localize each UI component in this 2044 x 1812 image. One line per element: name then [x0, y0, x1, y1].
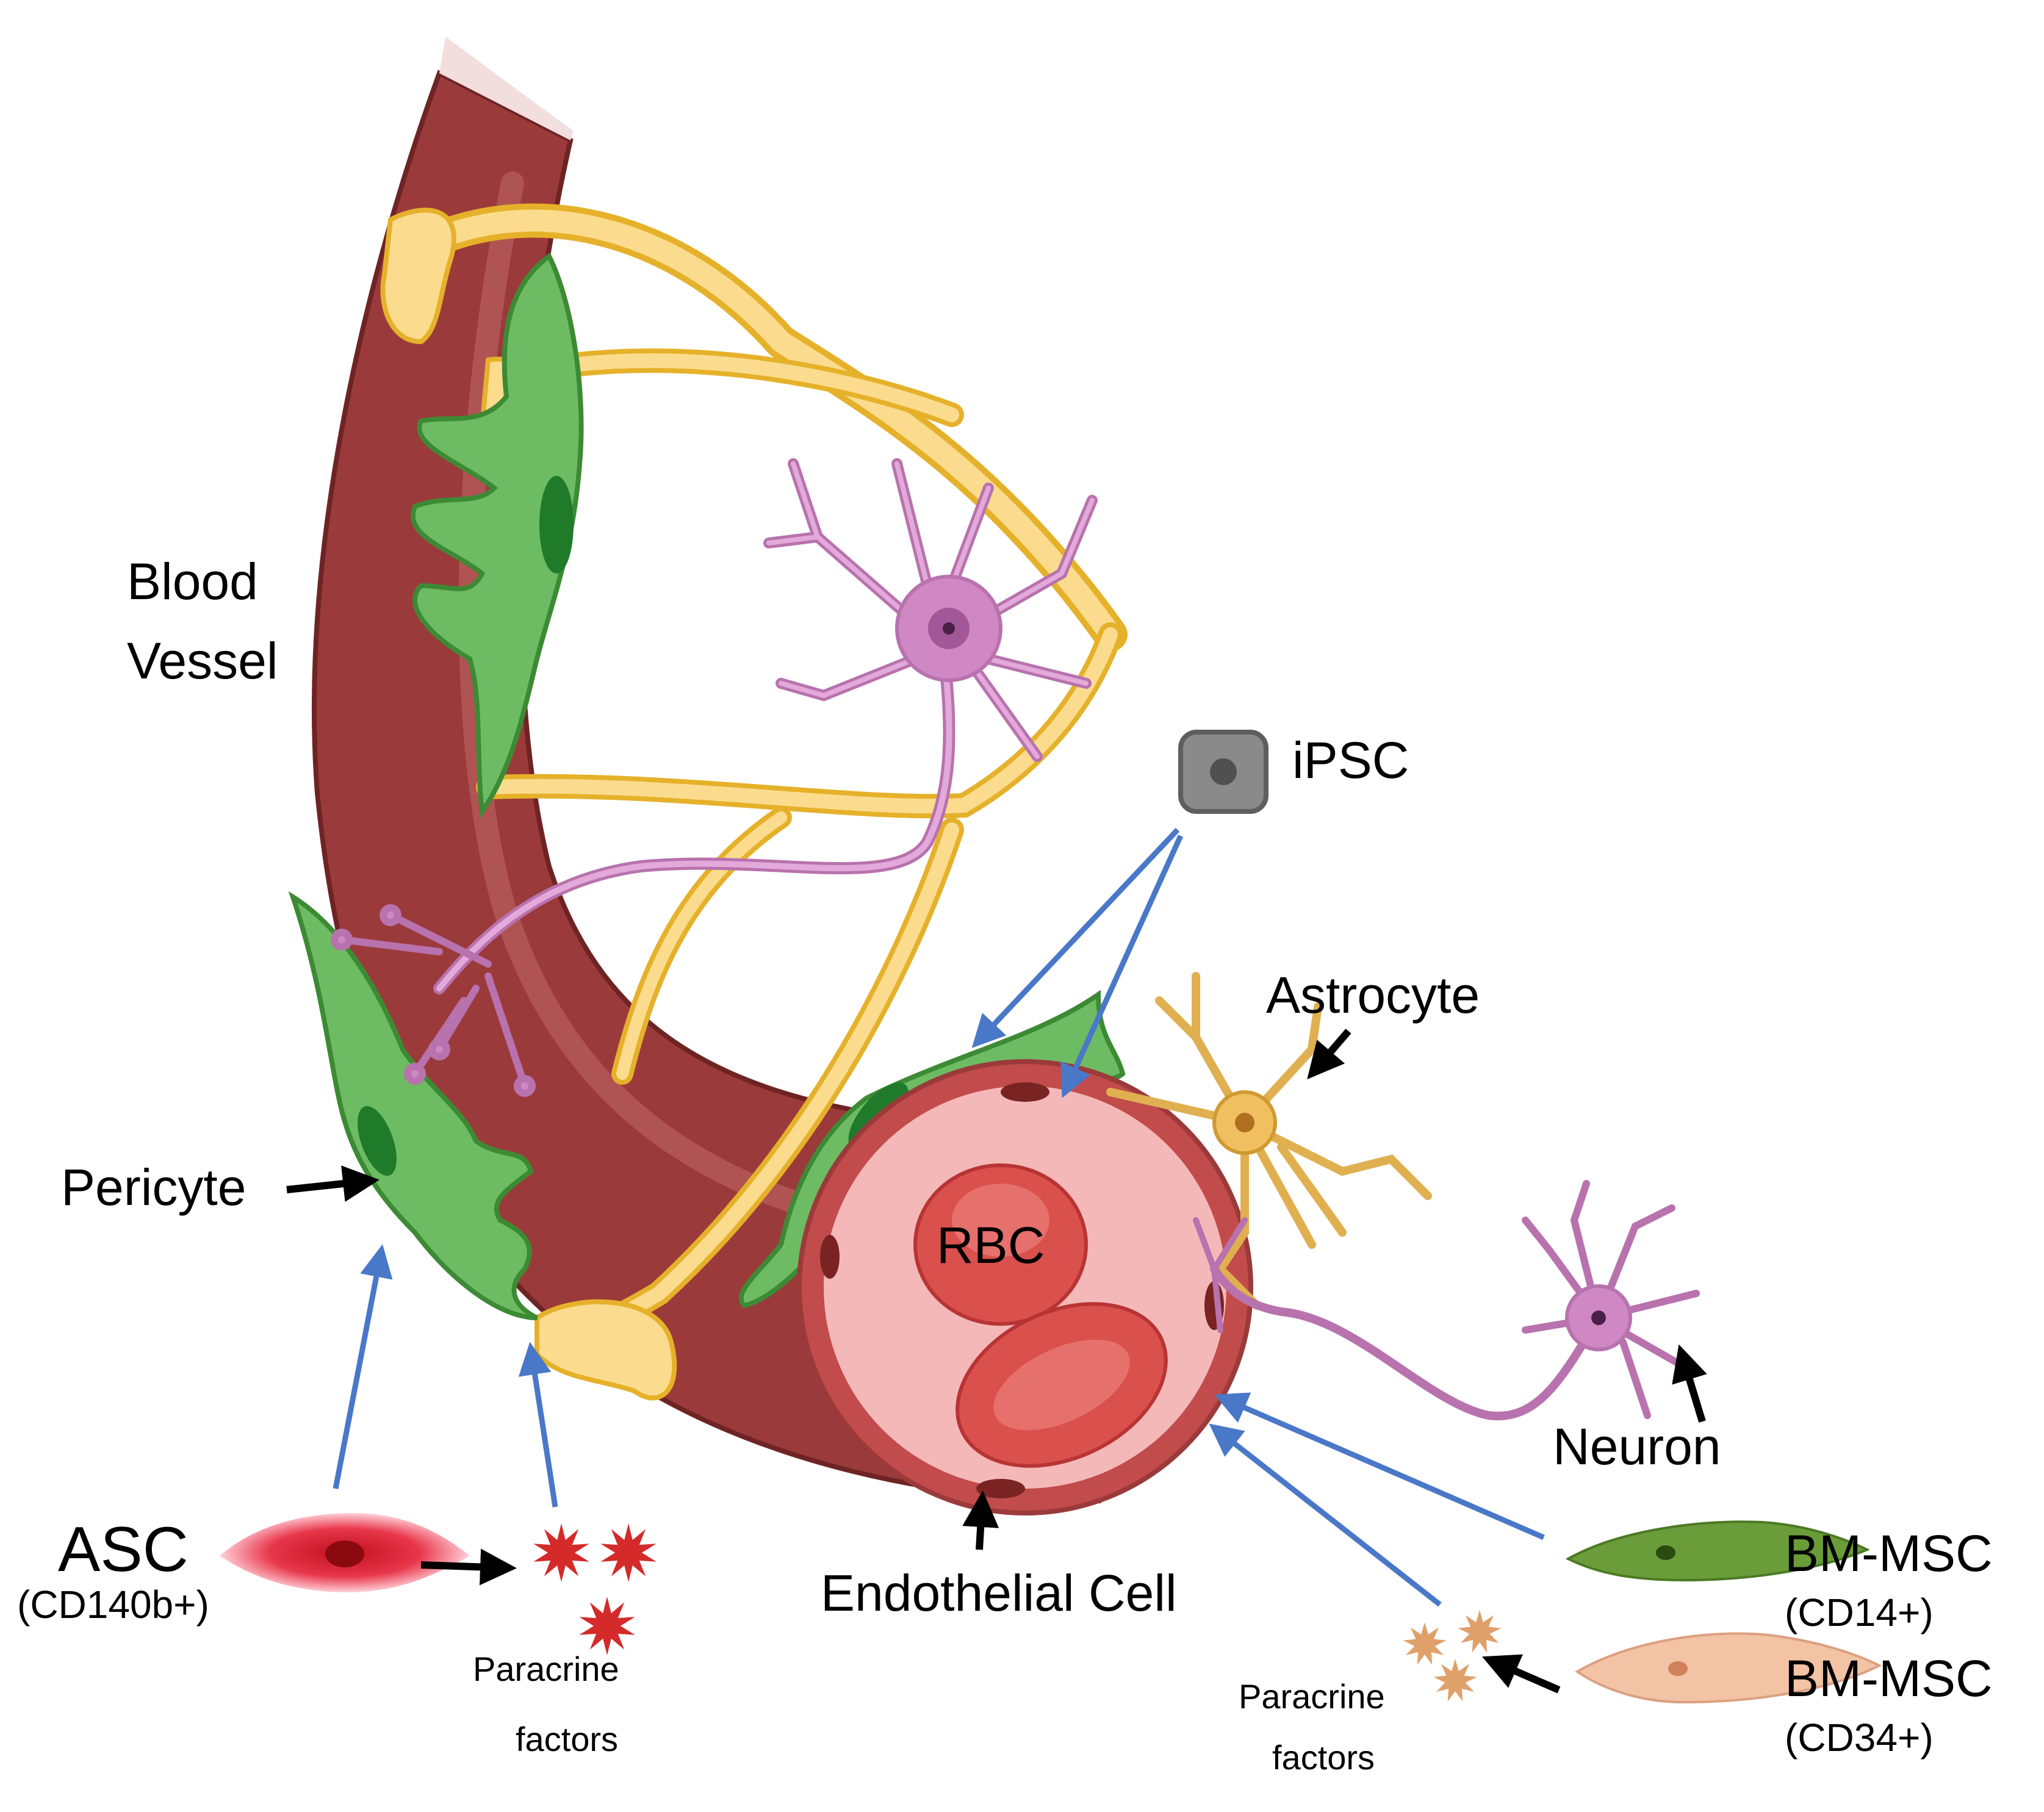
bm-msc-cd14-marker: (CD14+): [1785, 1591, 1934, 1634]
arrow-bmmsc-to-paracrine: [1481, 1654, 1561, 1694]
asc-label: ASC: [58, 1514, 189, 1585]
pericyte-label: Pericyte: [61, 1159, 246, 1216]
arrow-asc-to-paracrine: [420, 1548, 517, 1586]
black-arrows: [286, 1029, 1707, 1694]
bm-msc-cd34-label: BM-MSC: [1785, 1650, 1993, 1707]
axon-terminals: [331, 904, 536, 1097]
ipsc-label: iPSC: [1292, 732, 1409, 789]
red-blood-cell: [913, 1163, 1088, 1326]
paracrine-factor-star: [1458, 1610, 1502, 1653]
paracrine-factor-star: [1403, 1622, 1447, 1665]
arrow-pericyte-label: [286, 1165, 380, 1202]
blue-arrows: [333, 827, 1545, 1607]
asc-cell: [220, 1513, 470, 1592]
arrow-neuron-label: [1672, 1344, 1707, 1423]
neuron-label: Neuron: [1553, 1418, 1721, 1475]
arrow-asc-to-pericyte: [333, 1244, 393, 1489]
red-blood-cell: [955, 1302, 1168, 1468]
neuron-small: [1193, 1180, 1700, 1420]
bm-msc-cd14-cell: [1565, 1520, 1870, 1582]
text-labels: Blood Vessel iPSC Astrocyte Pericyte RBC…: [17, 553, 1993, 1777]
bm-msc-cd34-cell: [1575, 1632, 1882, 1704]
pericyte-top: [411, 253, 584, 818]
arrow-paracrine-to-vessel: [518, 1342, 558, 1508]
paracrine-left-label: factors: [516, 1720, 618, 1758]
paracrine-factor-star: [533, 1523, 589, 1582]
bm-msc-cd34-marker: (CD34+): [1785, 1716, 1934, 1760]
arrow-endothelial-label: [962, 1490, 999, 1550]
astrocyte-label: Astrocyte: [1266, 966, 1480, 1024]
paracrine-factor-star: [579, 1597, 635, 1655]
pericyte-nucleus: [358, 1106, 397, 1176]
paracrine-factors-right: [1403, 1610, 1502, 1702]
paracrine-right-label: Paracrine: [1239, 1677, 1385, 1716]
rbc-label: RBC: [937, 1217, 1045, 1274]
asc-marker-label: (CD140b+): [17, 1583, 209, 1627]
arrow-ipsc-to-endothelial: [1060, 835, 1184, 1098]
arrow-paracrine-right-to-vessel: [1209, 1423, 1442, 1607]
arrow-astrocyte-label: [1307, 1029, 1351, 1080]
paracrine-left-label: Paracrine: [473, 1650, 619, 1688]
arrow-ipsc-to-pericyte: [971, 827, 1180, 1048]
blood-vessel-label: Blood: [127, 553, 258, 610]
endothelial-cell-label: Endothelial Cell: [821, 1564, 1177, 1622]
paracrine-factor-star: [1433, 1659, 1477, 1702]
paracrine-factors-left: [533, 1523, 657, 1655]
ipsc-nucleus: [1210, 758, 1237, 785]
paracrine-right-label: factors: [1272, 1738, 1375, 1777]
bm-msc-cd14-label: BM-MSC: [1785, 1525, 1993, 1582]
blood-vessel-label: Vessel: [127, 632, 278, 689]
neuron-large: [433, 458, 1098, 994]
arrow-bmmsc-to-vessel: [1214, 1392, 1545, 1541]
pericyte-nucleus: [539, 476, 574, 573]
paracrine-factor-star: [600, 1523, 657, 1582]
